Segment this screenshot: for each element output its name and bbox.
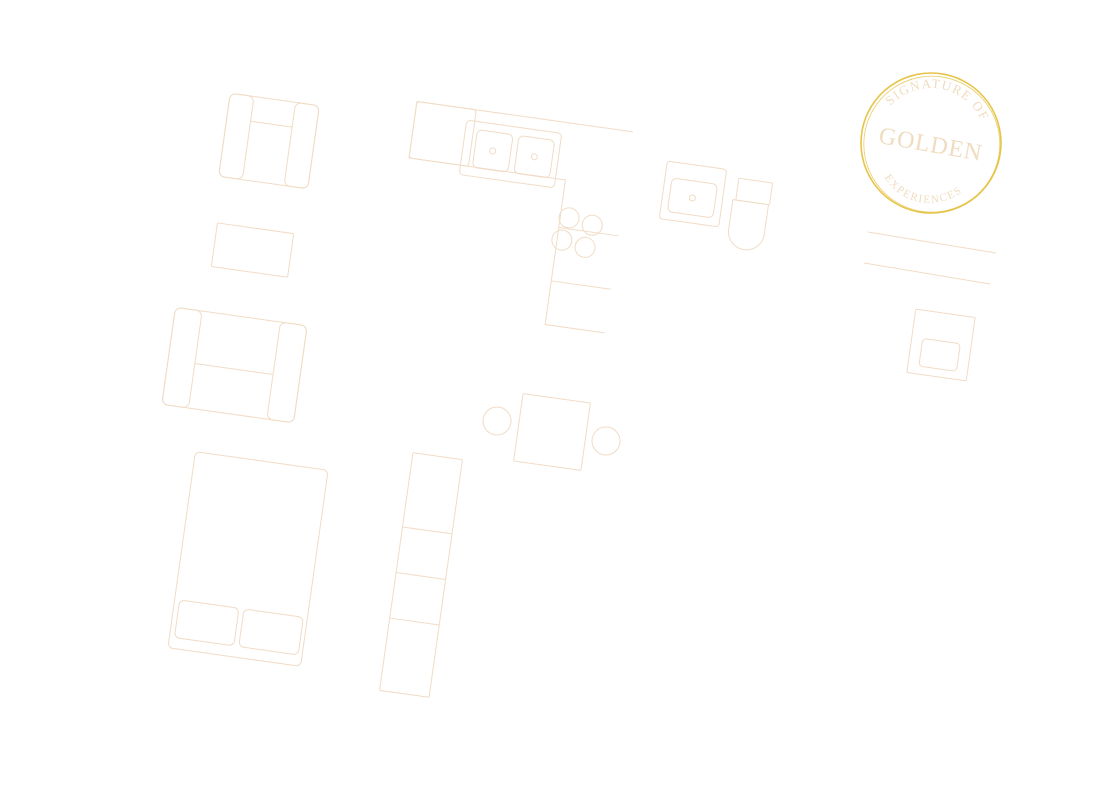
cooktop-icon (551, 207, 603, 258)
seal-bottom-text: EXPERIENCES (879, 171, 967, 213)
seal-outer-ring (860, 72, 1002, 214)
nightstand-icon (906, 308, 976, 382)
dining-table-icon (513, 393, 591, 471)
svg-text:EXPERIENCES: EXPERIENCES (879, 171, 967, 213)
sofa-icon (162, 307, 307, 423)
coffee-table-icon (210, 222, 295, 278)
tv-console-icon (863, 231, 997, 285)
double-sink-icon (459, 120, 562, 188)
seal-outer-ring-2 (863, 75, 1001, 213)
kitchen-counter-icon (408, 101, 633, 334)
armchair-icon (218, 93, 320, 189)
toilet-icon (728, 177, 773, 251)
seal-center-text: GOLDEN (877, 123, 985, 167)
stool-icon (482, 406, 512, 436)
wardrobe-icon (379, 452, 463, 698)
bathroom-sink-icon (659, 160, 727, 228)
stool-icon (591, 426, 621, 456)
double-bed-icon (168, 451, 328, 667)
signature-seal: SIGNATURE OF GOLDEN EXPERIENCES (860, 67, 1002, 214)
